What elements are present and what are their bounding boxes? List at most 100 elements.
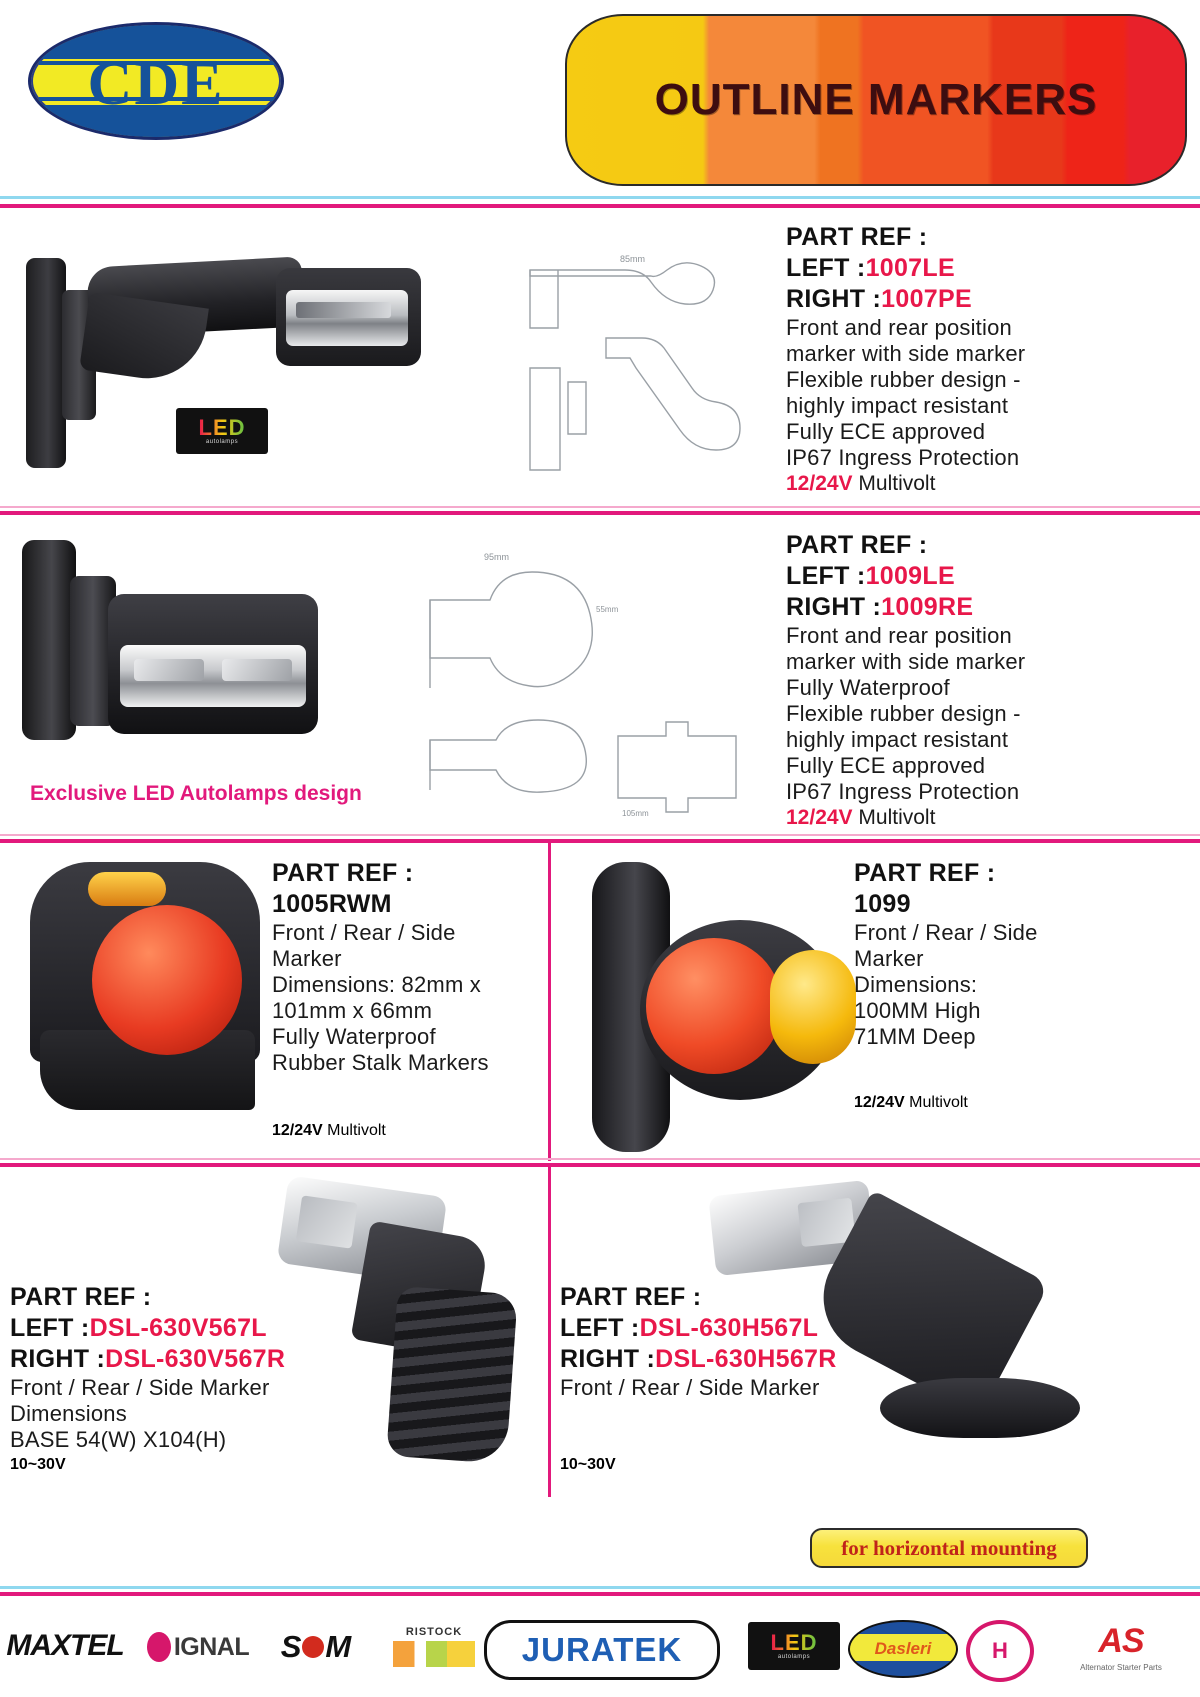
product-dsl630h-part-ref-label: PART REF :: [560, 1283, 702, 1311]
brand-label: M: [325, 1629, 352, 1664]
product-1099-voltage: 12/24V Multivolt: [854, 1094, 968, 1112]
product-1009-voltage-value: 12/24V: [786, 806, 853, 829]
product-1009-part-ref-label: PART REF :: [786, 531, 928, 559]
page-title: OUTLINE MARKERS: [654, 75, 1098, 124]
product-dsl630h-left-label: LEFT :: [560, 1314, 640, 1342]
product-1007-spec: PART REF : LEFT :1007LE RIGHT :1007PE Fr…: [786, 222, 1186, 497]
product-1099-ref: 1099: [854, 890, 911, 918]
product-1005rwm-photo-amber-lens: [88, 872, 166, 906]
brand-label: Dasleri: [874, 1639, 932, 1658]
description-line: BASE 54(W) X104(H): [10, 1427, 227, 1452]
product-1099-voltage-value: 12/24V: [854, 1094, 905, 1111]
product-dsl630v-part-ref-label: PART REF :: [10, 1283, 152, 1311]
product-1009-left-label: LEFT :: [786, 562, 866, 590]
brand-logo-juratek: JURATEK: [484, 1620, 720, 1680]
product-dsl630v-left-label: LEFT :: [10, 1314, 90, 1342]
description-line: Marker: [272, 946, 342, 971]
divider-pink-3: [0, 1163, 1200, 1167]
product-1007-photo-lens: [286, 290, 408, 346]
description-line: Dimensions:: [854, 972, 978, 997]
description-line: Rubber Stalk Markers: [272, 1050, 489, 1075]
brand-logo-ristock: RISTOCK: [388, 1620, 480, 1672]
brand-sublabel: Alternator Starter Parts: [1080, 1663, 1162, 1672]
product-1009-technical-drawing: 95mm 55mm 105mm: [429, 552, 737, 818]
description-line: Fully ECE approved: [786, 753, 986, 778]
cde-logo: CDE: [28, 22, 288, 144]
product-dsl630v-right-ref: DSL-630V567R: [105, 1345, 286, 1373]
description-line: Flexible rubber design -: [786, 701, 1021, 726]
description-line: highly impact resistant: [786, 727, 1009, 752]
divider-cyan-top: [0, 196, 1200, 199]
logo-band-bottom: [31, 105, 281, 137]
product-1009-photo-mount: [22, 540, 76, 740]
product-dsl630h-voltage: 10~30V: [560, 1456, 616, 1474]
horizontal-mounting-label: for horizontal mounting: [841, 1535, 1057, 1560]
divider-cyan-bottom: [0, 1586, 1200, 1589]
product-1009-left-ref: 1009LE: [865, 562, 955, 590]
svg-text:55mm: 55mm: [596, 605, 619, 614]
description-line: Flexible rubber design -: [786, 367, 1021, 392]
svg-text:85mm: 85mm: [620, 254, 645, 264]
product-1099-spec: PART REF : 1099 Front / Rear / Side Mark…: [854, 858, 1154, 1050]
page-title-banner: OUTLINE MARKERS: [565, 14, 1187, 186]
product-1005rwm-description: Front / Rear / Side Marker Dimensions: 8…: [272, 920, 542, 1076]
vignal-dot-icon: [146, 1632, 171, 1662]
logo-rule-bottom: [39, 97, 279, 101]
product-1009-right-ref: 1009RE: [881, 593, 974, 621]
description-line: Dimensions: 82mm x: [272, 972, 481, 997]
brand-label: AS: [1098, 1622, 1144, 1660]
description-line: Front and rear position: [786, 623, 1012, 648]
description-line: marker with side marker: [786, 341, 1026, 366]
brand-logo-maxtel: MAXTEL: [6, 1622, 124, 1670]
product-1005rwm-photo-red-lens: [92, 905, 242, 1055]
brand-logo-as: AS Alternator Starter Parts: [1046, 1616, 1196, 1678]
product-dsl630h-right-line: RIGHT :DSL-630H567R: [560, 1344, 900, 1375]
product-1099-part-ref-label: PART REF :: [854, 859, 996, 887]
ristock-stripe-icon: [393, 1640, 475, 1667]
product-dsl630v-right-label: RIGHT :: [10, 1345, 106, 1373]
divider-pink-2: [0, 839, 1200, 843]
product-dsl630v-spec: PART REF : LEFT :DSL-630V567L RIGHT :DSL…: [10, 1282, 340, 1453]
brand-label: IGNAL: [173, 1632, 250, 1661]
description-line: Fully Waterproof: [272, 1024, 436, 1049]
logo-rule-top: [39, 61, 279, 65]
brand-logo-vignal: IGNAL: [134, 1626, 262, 1668]
product-1005rwm-voltage-value: 12/24V: [272, 1122, 323, 1139]
brand-label: LED: [770, 1630, 818, 1655]
description-line: 71MM Deep: [854, 1024, 976, 1049]
logo-text: CDE: [87, 50, 225, 118]
description-line: 100MM High: [854, 998, 981, 1023]
product-1009-tagline: Exclusive LED Autolamps design: [30, 782, 362, 805]
product-1009-right-label: RIGHT :: [786, 593, 882, 621]
logo-band-top: [31, 25, 281, 59]
divider-thin-2: [0, 834, 1200, 836]
horizontal-mounting-badge: for horizontal mounting: [810, 1528, 1088, 1568]
product-1005rwm-voltage-suffix: Multivolt: [322, 1122, 386, 1139]
product-dsl630h-right-label: RIGHT :: [560, 1345, 656, 1373]
product-dsl630v-voltage: 10~30V: [10, 1456, 66, 1474]
brand-label: JURATEK: [521, 1631, 683, 1668]
product-1007-part-ref-label: PART REF :: [786, 223, 928, 251]
product-dsl630h-left-line: LEFT :DSL-630H567L: [560, 1313, 900, 1344]
product-1009-right-line: RIGHT :1009RE: [786, 592, 1186, 623]
product-dsl630v-right-line: RIGHT :DSL-630V567R: [10, 1344, 340, 1375]
description-line: IP67 Ingress Protection: [786, 445, 1020, 470]
product-dsl630v-left-line: LEFT :DSL-630V567L: [10, 1313, 340, 1344]
brand-logo-led-autolamps: LED autolamps: [748, 1622, 840, 1670]
footer-brand-strip: MAXTEL IGNAL S M RISTOCK JURATEK LED aut…: [0, 1600, 1200, 1697]
product-dsl630v-description: Front / Rear / Side Marker Dimensions BA…: [10, 1375, 340, 1453]
divider-pink-top: [0, 204, 1200, 208]
divider-thin-3: [0, 1158, 1200, 1160]
description-line: 101mm x 66mm: [272, 998, 433, 1023]
description-line: Front / Rear / Side Marker: [10, 1375, 270, 1400]
product-dsl630h-description: Front / Rear / Side Marker: [560, 1375, 900, 1401]
product-dsl630h-photo-foot: [880, 1378, 1080, 1438]
product-1007-technical-drawing: 85mm: [529, 254, 741, 471]
description-line: Dimensions: [10, 1401, 127, 1426]
product-1099-voltage-suffix: Multivolt: [904, 1094, 968, 1111]
description-line: highly impact resistant: [786, 393, 1009, 418]
product-1007-voltage-value: 12/24V: [786, 472, 853, 495]
product-1009-photo-lens: [120, 645, 306, 707]
description-line: Front / Rear / Side: [272, 920, 456, 945]
